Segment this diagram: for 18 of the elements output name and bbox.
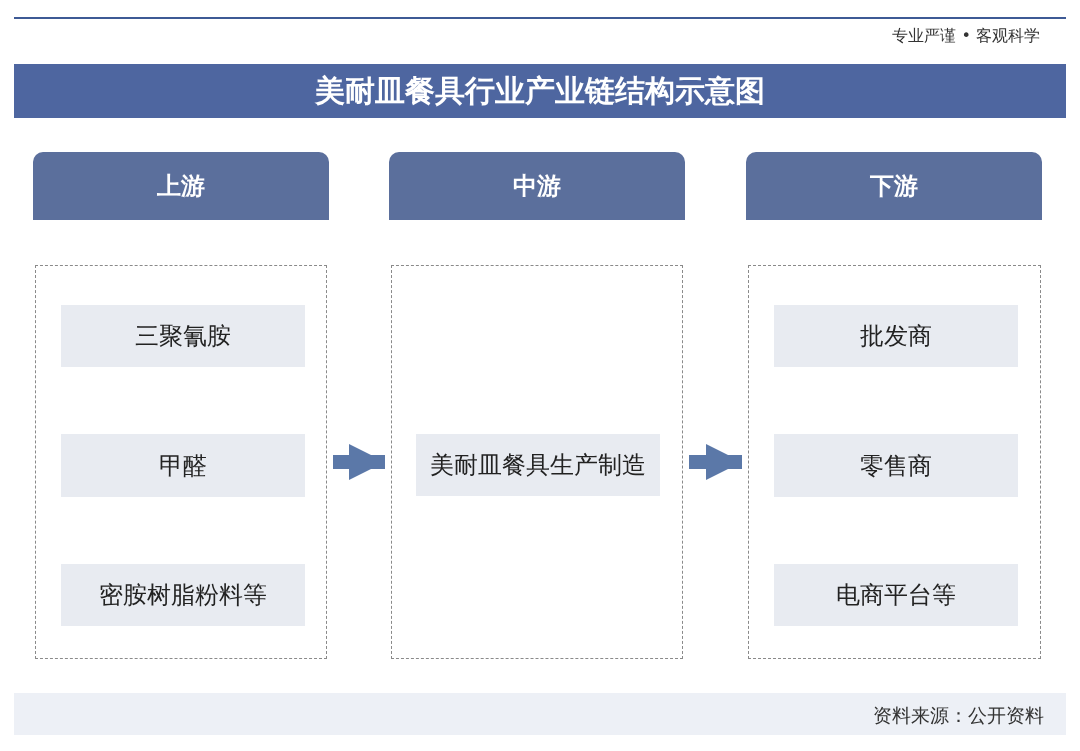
chain-item-box: 美耐皿餐具生产制造 — [416, 434, 660, 496]
chain-item-box: 电商平台等 — [774, 564, 1018, 626]
dashed-group-box — [35, 265, 327, 659]
source-note: 资料来源：公开资料 — [873, 703, 1044, 728]
chain-item-box: 批发商 — [774, 305, 1018, 367]
dashed-group-box — [748, 265, 1041, 659]
chain-item-box: 零售商 — [774, 434, 1018, 497]
chain-item-box: 三聚氰胺 — [61, 305, 305, 367]
dashed-group-box — [391, 265, 683, 659]
slogan-text: 专业严谨 • 客观科学 — [892, 26, 1040, 47]
flow-arrow — [689, 443, 742, 481]
stage-header: 上游 — [33, 152, 329, 220]
title-banner: 美耐皿餐具行业产业链结构示意图 — [14, 64, 1066, 118]
flow-arrow — [333, 443, 385, 481]
stage-header: 下游 — [746, 152, 1042, 220]
chain-item-box: 甲醛 — [61, 434, 305, 497]
stage-header: 中游 — [389, 152, 685, 220]
chain-item-box: 密胺树脂粉料等 — [61, 564, 305, 626]
